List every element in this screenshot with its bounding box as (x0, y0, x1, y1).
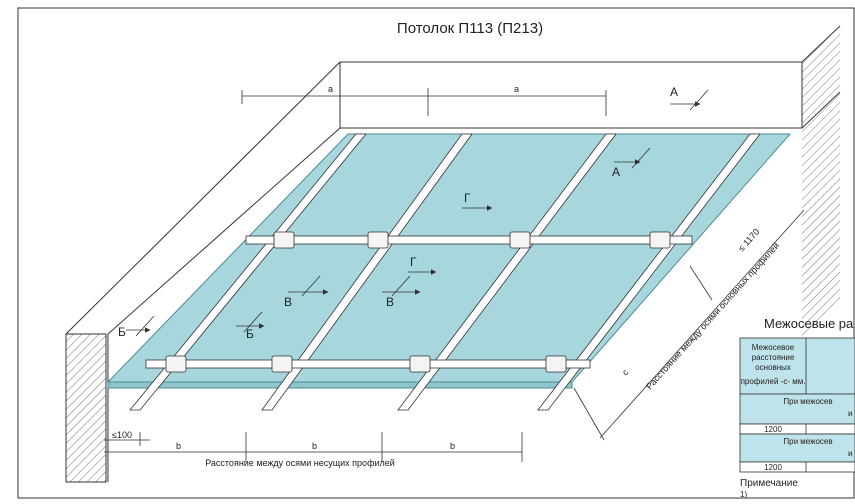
connector-3 (509, 231, 531, 249)
connector-2 (367, 231, 389, 249)
connector-6 (271, 355, 293, 373)
connector-5 (165, 355, 187, 373)
page-frame (17, 7, 855, 499)
dim-max-100: ≤100 (112, 430, 132, 440)
connector-4 (649, 231, 671, 249)
section-markers (126, 89, 709, 337)
section-v-right: В (386, 295, 394, 309)
bearing-profiles (145, 235, 693, 369)
connector-1 (273, 231, 295, 249)
dim-b-2: b (312, 441, 317, 451)
spacing-table: Межосевые ра Межосевое расстояние основн… (739, 316, 855, 499)
table-note-index: 1) (740, 490, 747, 499)
table-row2-text: При межосев (783, 437, 832, 446)
table-header-line2: расстояние (752, 353, 795, 362)
diag-dimension (573, 209, 805, 441)
cross-connectors (165, 231, 671, 373)
table-header-line4: профилей -с- мм. (741, 377, 806, 386)
main-profile-4 (537, 133, 761, 411)
dim-max-1170: ≤ 1170 (736, 227, 761, 254)
section-a-inner: А (612, 165, 620, 179)
table-row1-value: 1200 (764, 425, 782, 434)
table-row2-value: 1200 (764, 463, 782, 472)
section-g-upper: Г (464, 191, 471, 205)
main-profile-1 (129, 133, 367, 411)
main-profiles (129, 133, 761, 411)
table-row2-sub: и (848, 449, 852, 458)
section-a-top: А (670, 85, 678, 99)
bottom-dimension (104, 432, 523, 462)
main-profile-2 (261, 133, 473, 411)
board-edge (107, 381, 573, 389)
dim-b-1: b (176, 441, 181, 451)
table-row1-sub: и (848, 409, 852, 418)
drawing-title: Потолок П113 (П213) (397, 20, 543, 37)
section-g-lower: Г (410, 255, 417, 269)
table-note-label: Примечание (740, 478, 798, 489)
section-b-inner: Б (246, 327, 254, 341)
left-wall-hatch (65, 333, 107, 483)
connector-8 (545, 355, 567, 373)
right-wall-hatch (802, 26, 840, 336)
main-profile-3 (397, 133, 617, 411)
bearing-profile-1 (245, 235, 693, 245)
dim-c: c (620, 367, 631, 377)
dim-a-left: a (328, 84, 333, 94)
bearing-profile-2 (145, 359, 591, 369)
table-header-line3: основных (755, 363, 791, 372)
connector-7 (409, 355, 431, 373)
bottom-axis-label: Расстояние между осями несущих профилей (205, 458, 395, 468)
table-row1-text: При межосев (783, 397, 832, 406)
dim-b-3: b (450, 441, 455, 451)
table-title: Межосевые ра (764, 316, 854, 331)
table-header-line1: Межосевое (752, 343, 795, 352)
top-dimension (241, 88, 607, 116)
dim-a-right: a (514, 84, 519, 94)
section-b-wall: Б (118, 325, 126, 339)
section-v-left: В (284, 295, 292, 309)
